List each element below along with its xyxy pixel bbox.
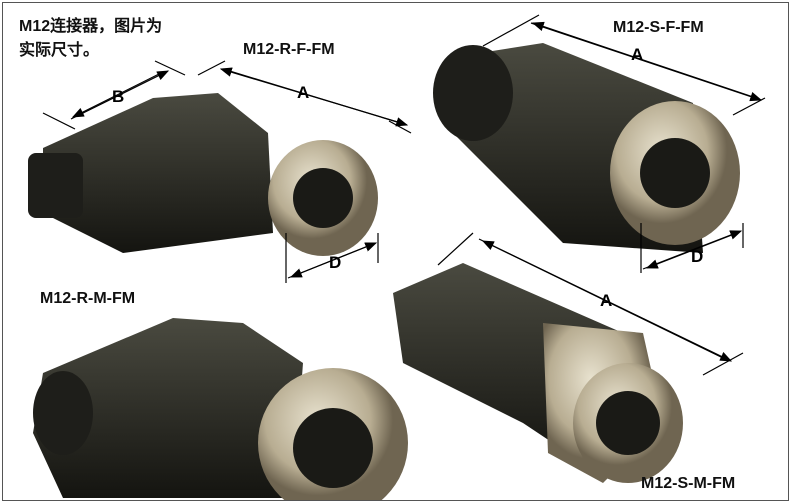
title-line-2: 实际尺寸。 <box>19 42 100 59</box>
m12-r-f-fm-image <box>28 93 378 256</box>
title-line-1: M12连接器，图片为 <box>19 18 163 35</box>
dim-d-sf: D <box>691 247 704 266</box>
label-m12-s-m-fm: M12-S-M-FM <box>641 475 736 492</box>
connector-illustrations <box>28 14 766 500</box>
dim-a-sf: A <box>631 45 644 64</box>
label-m12-r-m-fm: M12-R-M-FM <box>40 290 136 307</box>
label-m12-r-f-fm: M12-R-F-FM <box>243 41 335 58</box>
m12-s-m-fm-image <box>393 263 683 483</box>
m12-r-m-fm-image <box>33 318 408 500</box>
dim-a-rf: A <box>297 83 310 102</box>
dim-b: B <box>112 87 125 106</box>
m12-s-f-fm-image <box>433 43 740 253</box>
label-m12-s-f-fm: M12-S-F-FM <box>613 19 704 36</box>
dim-a-sm: A <box>600 291 613 310</box>
dim-d-rf: D <box>329 253 342 272</box>
